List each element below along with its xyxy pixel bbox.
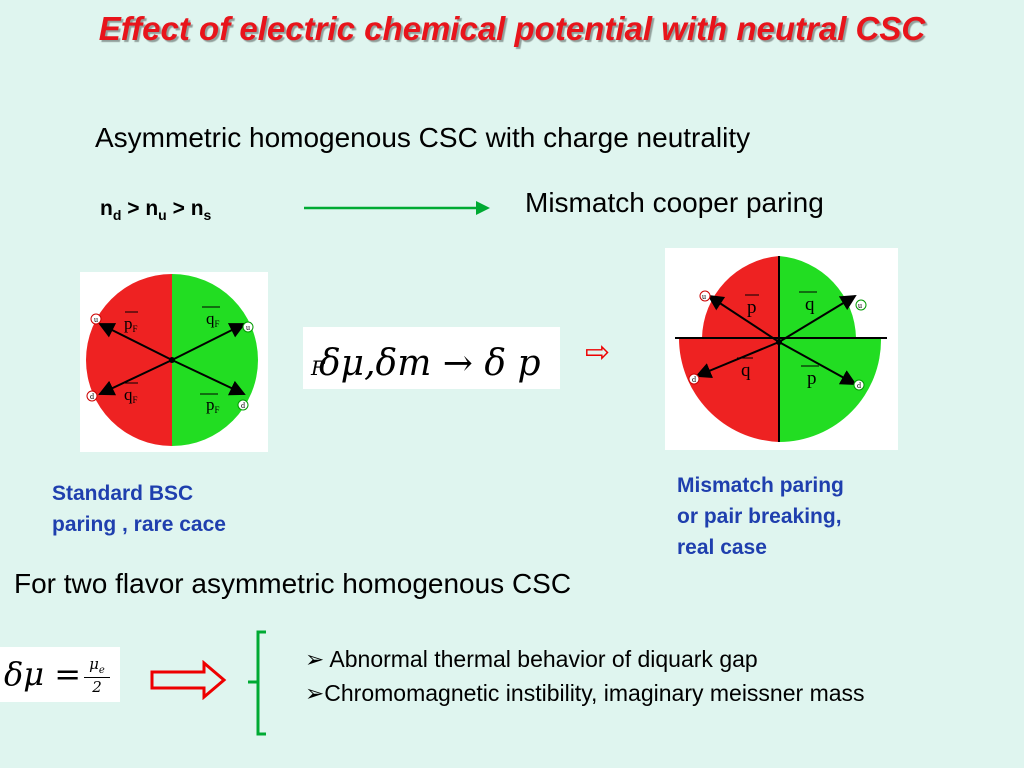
label-pF: pF [124,314,138,334]
implies-arrow-icon: ⇨ [585,335,611,370]
mismatch-paring-label: Mismatch paring or pair breaking, real c… [677,474,844,559]
delta-mu-formula: δμ = μe 2 [0,647,120,702]
mismatch-cooper-text: Mismatch cooper paring [525,187,824,218]
hollow-arrow-icon [150,660,227,700]
label-mq: q [741,360,751,381]
left-brace-icon [248,630,266,736]
green-half [172,274,258,446]
svg-text:d: d [90,392,94,401]
label-qF-top: qF [206,309,220,329]
mismatch-pairing-diagram: u u d d p q q p [665,248,898,450]
bullet-item: ➢Chromomagnetic instibility, imaginary m… [305,680,865,706]
svg-text:u: u [94,315,98,324]
slide-subtitle: Asymmetric homogenous CSC with charge ne… [95,122,751,153]
red-half [86,274,172,446]
svg-text:u: u [246,323,250,332]
density-relation: nd > nu > ns [100,197,212,224]
slide-title: Effect of electric chemical potential wi… [98,10,926,47]
bullet-item: ➢ Abnormal thermal behavior of diquark g… [305,646,758,672]
svg-text:u: u [702,292,706,301]
green-arrow [304,201,490,215]
standard-bsc-label: Standard BSC paring , rare cace [52,482,226,536]
label-mpF: pF [206,395,220,415]
two-flavor-heading: For two flavor asymmetric homogenous CSC [14,568,572,599]
svg-text:u: u [858,301,862,310]
label-q: q [805,294,815,315]
svg-text:d: d [692,375,696,384]
svg-text:d: d [241,401,245,410]
label-mp: p [807,368,817,389]
bullet-list: ➢ Abnormal thermal behavior of diquark g… [305,642,865,710]
svg-text:d: d [857,381,861,390]
label-p: p [747,297,757,318]
label-qF-bottom: qF [124,385,138,405]
bcs-pairing-diagram: u u d d pF qF qF pF [80,272,268,452]
